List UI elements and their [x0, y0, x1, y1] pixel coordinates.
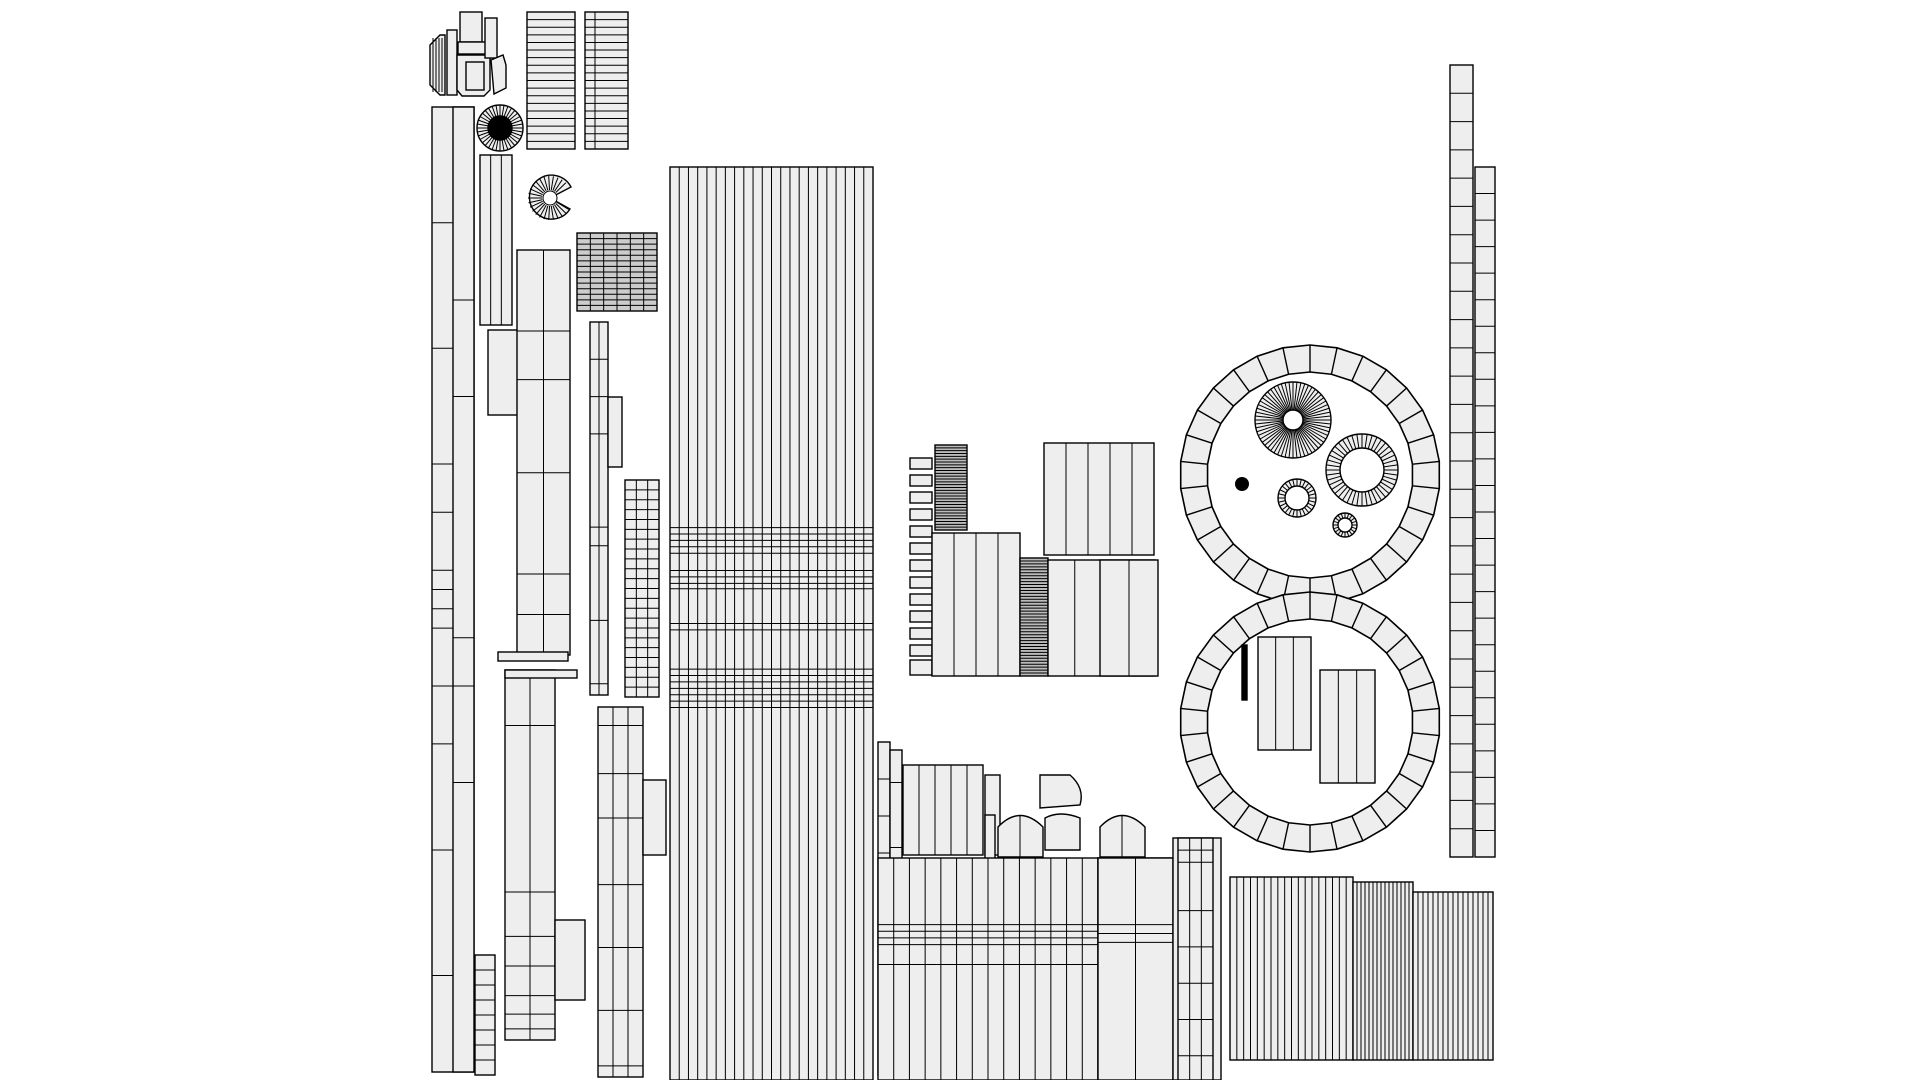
- disc-fan-a: [476, 104, 524, 152]
- big-ring-bottom: [1179, 591, 1441, 853]
- block-d: [1099, 559, 1159, 677]
- tile-column-a: [1449, 64, 1474, 858]
- thin-bar-in-ring: [1241, 644, 1248, 701]
- fan-disc-4: [1332, 512, 1358, 538]
- disc-fan-b: [528, 174, 572, 220]
- tall-column-b: [452, 106, 475, 1073]
- inner-panel-b: [1319, 669, 1376, 784]
- grid-column-h: [624, 479, 660, 698]
- column-f-tab: [554, 919, 586, 1001]
- uv-islands: [429, 11, 1496, 1080]
- block-a: [931, 532, 1021, 677]
- column-e: [516, 249, 571, 656]
- column-g-tab: [607, 396, 623, 468]
- small-strip-j: [474, 954, 496, 1076]
- bottom-block-c: [984, 814, 996, 861]
- ribbed-panel-b: [584, 11, 629, 150]
- bottom-block-e: [1097, 857, 1174, 1080]
- bottom-block-a: [902, 764, 984, 856]
- fan-disc-2: [1325, 433, 1399, 507]
- arch-tabs: [997, 774, 1146, 858]
- column-g: [589, 321, 609, 696]
- bottom-right-panel-a: [1229, 876, 1354, 1061]
- dense-strip-a: [934, 444, 968, 531]
- dense-strip-b: [1019, 557, 1049, 677]
- column-c: [479, 154, 513, 326]
- block-b: [1043, 442, 1155, 556]
- bottom-strip-g: [1177, 837, 1214, 1080]
- big-ring-top: [1179, 344, 1441, 606]
- bottom-right-panel-c: [1412, 891, 1494, 1061]
- fan-disc-3: [1277, 478, 1317, 518]
- bottom-right-panel-b: [1352, 881, 1414, 1061]
- ribbed-panel-a: [526, 11, 576, 150]
- tile-column-b: [1474, 166, 1496, 858]
- column-e-cap: [497, 651, 569, 662]
- main-ribbed-panel: [669, 166, 874, 1080]
- fan-disc-1: [1254, 381, 1332, 459]
- column-f: [504, 669, 556, 1041]
- cap-assembly: [429, 11, 507, 97]
- column-d: [487, 329, 519, 416]
- solid-dot: [1235, 477, 1249, 491]
- column-i: [597, 706, 644, 1078]
- column-i-tab: [642, 779, 667, 856]
- bottom-lower-a: [877, 857, 1099, 1080]
- inner-panel-a: [1257, 636, 1312, 751]
- dense-grid-a: [576, 232, 658, 312]
- column-f-cap: [504, 669, 578, 679]
